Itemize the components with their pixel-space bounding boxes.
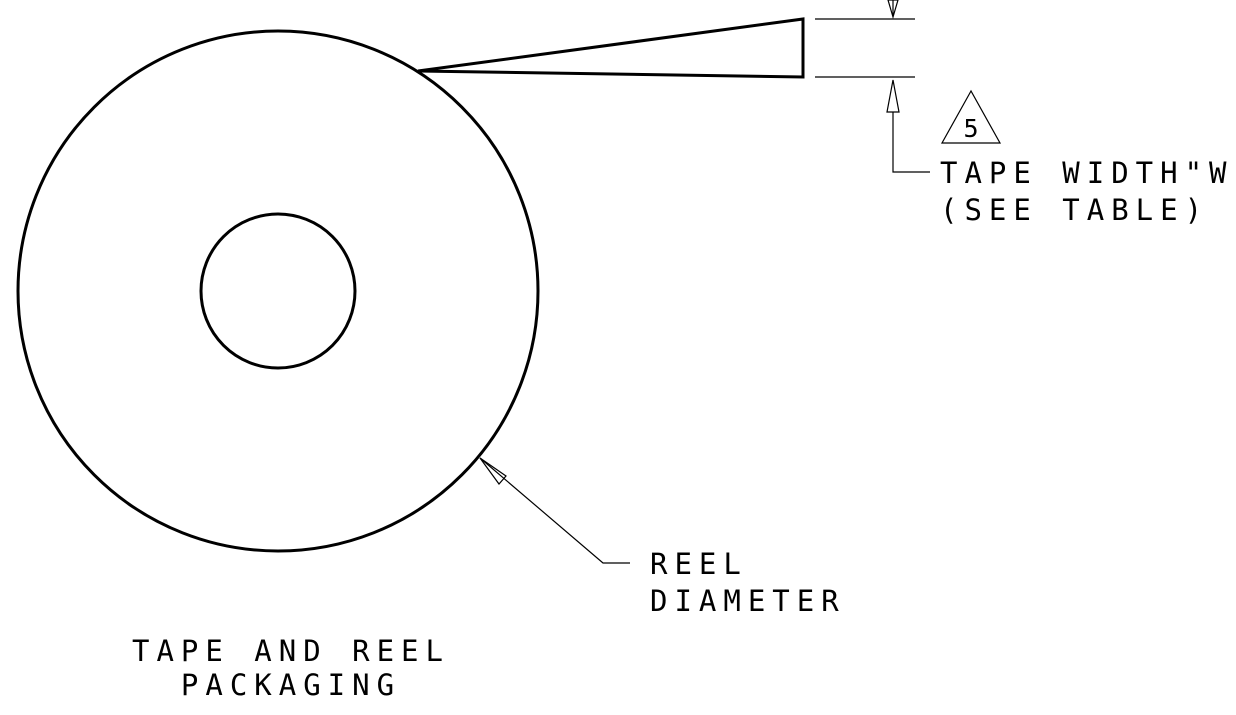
tape-width-top-arrow bbox=[887, 0, 899, 20]
flag-number: 5 bbox=[963, 114, 978, 143]
tape-strip bbox=[417, 17, 805, 79]
reel-outer-circle bbox=[16, 29, 540, 553]
reel-diameter-leader bbox=[479, 457, 630, 564]
reel-hub-circle bbox=[199, 212, 357, 370]
caption-line2: PACKAGING bbox=[181, 668, 401, 702]
reel-label-line1: REEL bbox=[650, 547, 748, 581]
caption-line1: TAPE AND REEL bbox=[132, 634, 450, 668]
reel-label-line2: DIAMETER bbox=[650, 584, 846, 618]
tape-width-bottom-arrow bbox=[886, 79, 930, 173]
tape-width-label-line2: (SEE TABLE) bbox=[940, 193, 1209, 227]
triangle-flag-note: 5 bbox=[940, 89, 1002, 144]
tape-width-label-line1: TAPE WIDTH"W" bbox=[940, 156, 1236, 190]
